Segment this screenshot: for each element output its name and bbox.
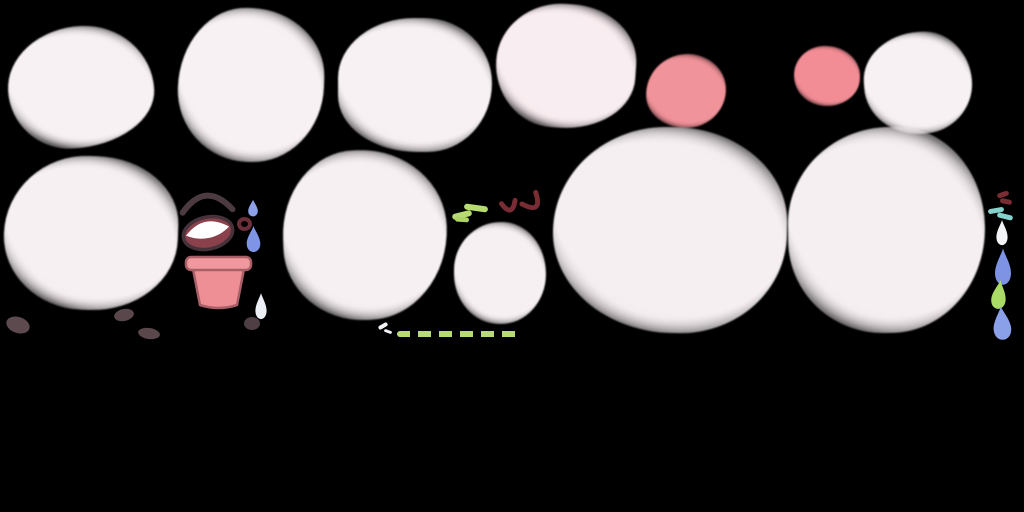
cloud-blob-4	[491, 0, 641, 133]
pink-blob-1	[644, 52, 728, 130]
pale-drop	[255, 292, 267, 320]
donut-ring	[237, 217, 252, 231]
green-drop	[991, 280, 1006, 309]
white-drop	[996, 219, 1008, 246]
dark-dot-1	[112, 307, 136, 323]
cloud-blob-7	[280, 147, 450, 323]
flower-pot	[184, 255, 253, 310]
grass-dash-3	[454, 216, 470, 223]
dark-bean	[4, 313, 32, 337]
cloud-blob-8	[454, 222, 546, 324]
grass-dash-line	[397, 331, 519, 337]
red-hook-1	[498, 197, 518, 213]
red-mark-2	[999, 197, 1013, 206]
pink-blob-2	[792, 44, 862, 108]
cloud-blob-5	[860, 28, 976, 138]
dark-dot-2	[137, 326, 161, 341]
blue-drop	[995, 248, 1011, 285]
dark-dot-3	[244, 317, 260, 330]
cloud-blob-2	[175, 5, 327, 165]
water-drop-medium	[246, 225, 261, 253]
periwinkle-drop	[993, 306, 1012, 340]
cloud-blob-10	[786, 125, 987, 335]
sparkle-2	[383, 328, 393, 335]
cloud-blob-1	[4, 22, 158, 152]
cloud-blob-9	[551, 124, 789, 336]
red-hook-2	[519, 189, 541, 211]
water-drop-small	[248, 199, 258, 217]
smile-line	[179, 192, 236, 216]
cloud-blob-6	[1, 153, 181, 313]
open-mouth	[181, 214, 235, 252]
cloud-blob-3	[338, 18, 492, 152]
